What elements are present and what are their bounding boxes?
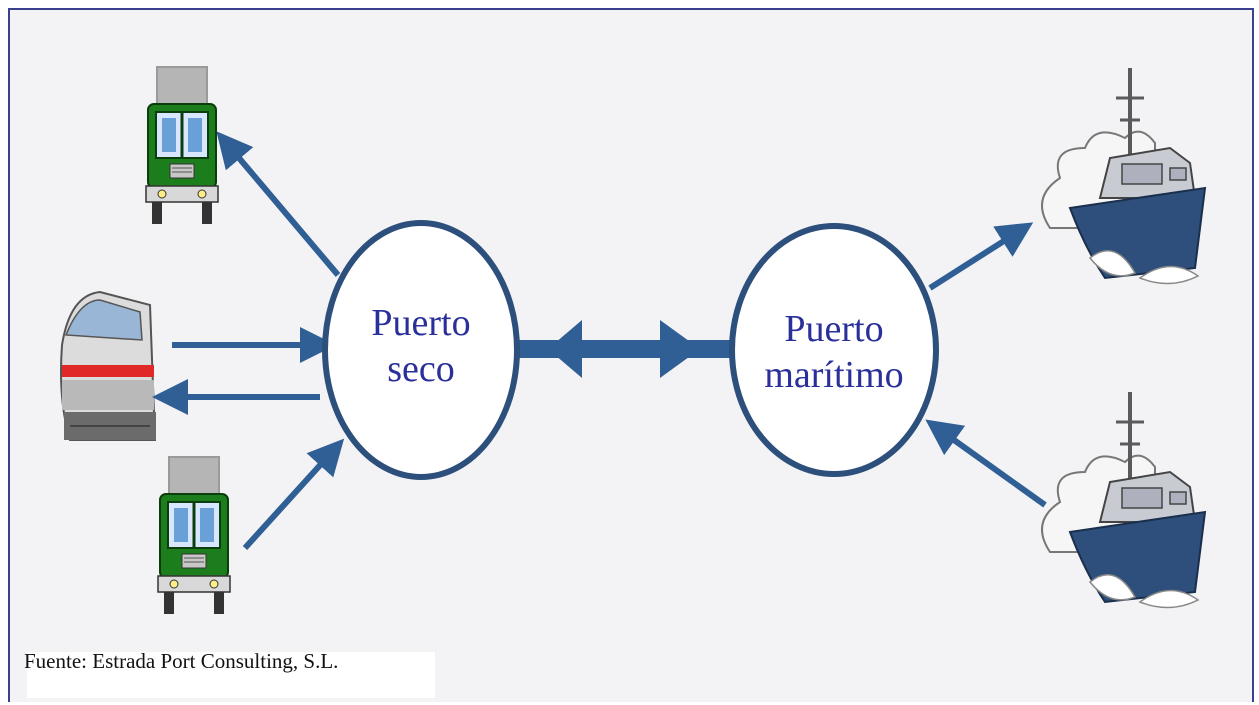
dry-port-label-line2: seco bbox=[387, 348, 455, 390]
ship-icon bbox=[1040, 390, 1207, 610]
source-caption: Fuente: Estrada Port Consulting, S.L. bbox=[24, 649, 339, 673]
sea-port-label-line1: Puerto bbox=[784, 308, 884, 350]
ship-icon bbox=[1040, 66, 1207, 286]
sea-port-label: Puerto marítimo bbox=[734, 306, 934, 398]
arrow-to-truck-top bbox=[216, 131, 341, 277]
source-box bbox=[27, 652, 435, 698]
sea-port-node bbox=[729, 223, 939, 477]
dry-port-node bbox=[322, 220, 520, 480]
arrow-from-truck-bottom bbox=[242, 438, 345, 551]
dry-port-label-line1: Puerto bbox=[371, 302, 471, 344]
dry-port-label: Puerto seco bbox=[331, 300, 511, 392]
sea-port-label-line2: marítimo bbox=[764, 354, 904, 396]
train-icon bbox=[60, 290, 157, 441]
connection-arrow bbox=[515, 320, 730, 378]
arrow-from-ship-bottom bbox=[925, 419, 1047, 508]
truck-icon bbox=[156, 454, 232, 616]
arrow-to-ship-top bbox=[928, 222, 1034, 291]
truck-icon bbox=[144, 64, 220, 226]
